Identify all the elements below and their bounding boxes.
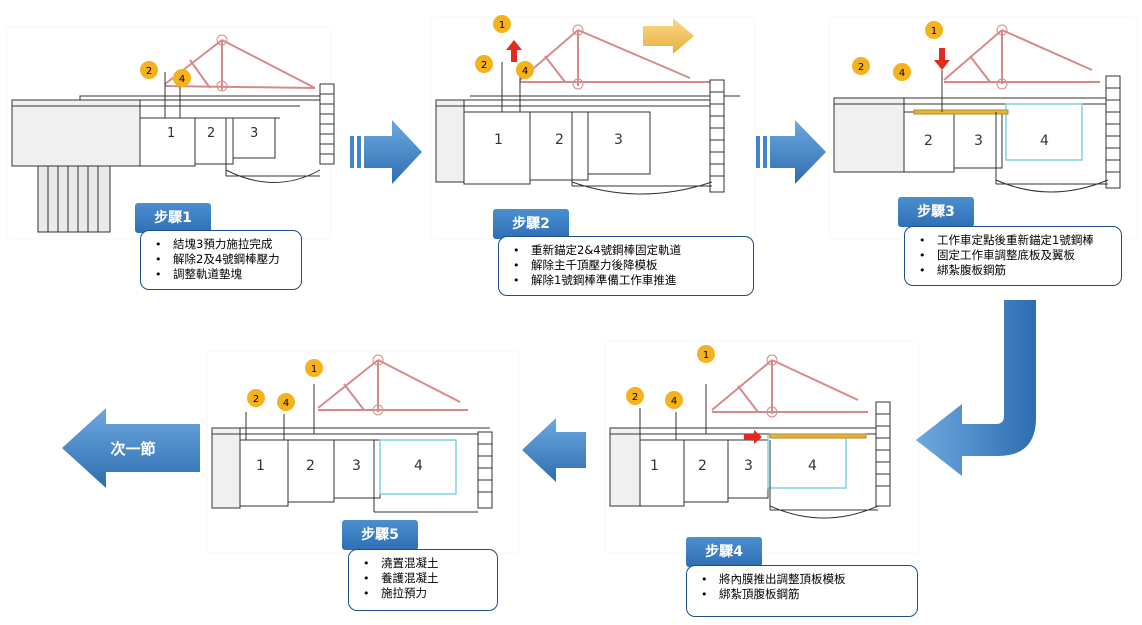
step2-badge-4-icon [516,61,534,79]
step3-badge-4: 4 [899,68,905,79]
step5-segment-label-3: 3 [352,458,361,474]
step4-badge-4-icon [665,391,683,409]
step5-drawing [211,354,493,513]
step4-segment-label-4: 4 [808,458,817,474]
step1-drawing [11,34,335,233]
step2-advance-arrow-icon [643,18,694,54]
panel-step2-bg [432,18,754,238]
flow-arrow-4-to-5-icon [522,418,586,482]
step2-segment-label-2: 2 [555,132,564,148]
step3-segment-label-3: 3 [974,133,983,149]
step5-badge-2-icon [247,389,265,407]
step2-badge-2: 2 [481,60,487,71]
step4-badge-2-icon [626,387,644,405]
step4-badge-4: 4 [671,396,677,407]
step4-badge-2: 2 [632,392,638,403]
step4-description-box: 將內膜推出調整頂板模板 綁紮頂腹板鋼筋 [686,565,918,617]
step3-badge-2: 2 [858,62,864,73]
step1-item-2: 解除2及4號鋼棒壓力 [151,252,291,267]
step2-up-arrow-icon [506,40,522,62]
step3-item-3: 綁紮腹板鋼筋 [915,263,1111,278]
step1-description-box: 結塊3預力施拉完成 解除2及4號鋼棒壓力 調整軌道墊塊 [140,230,302,290]
step4-drawing [609,354,891,519]
step3-badge-1: 1 [931,26,937,37]
next-segment-label: 次一節 [110,440,156,458]
step5-segment-label-1: 1 [256,458,265,474]
step2-item-2: 解除主千頂壓力後降模板 [509,258,743,273]
step1-badge-2-icon [140,61,158,79]
step2-badge-1-icon [493,15,511,33]
step1-segment-label-3: 3 [250,126,258,141]
step3-badge-1-icon [925,21,943,39]
step5-badge-2: 2 [253,394,259,405]
step3-badge-2-icon [852,57,870,75]
step1-badge-4: 4 [179,74,185,85]
step1-badge-4-icon [173,69,191,87]
step5-badge-4-icon [277,393,295,411]
step5-item-3: 施拉預力 [359,586,487,601]
flow-arrow-3-to-4-icon [916,300,1036,476]
step3-description-box: 工作車定點後重新錨定1號鋼棒 固定工作車調整底板及翼板 綁紮腹板鋼筋 [904,226,1122,286]
step5-title-tab: 步驟5 [342,520,418,550]
step1-badge-2: 2 [146,66,152,77]
panel-step5-bg [208,352,518,552]
step4-badge-1-icon [697,345,715,363]
step2-segment-label-3: 3 [614,132,623,148]
step2-badge-2-icon [475,55,493,73]
step2-item-1: 重新錨定2&4號鋼棒固定軌道 [509,243,743,258]
step1-item-3: 調整軌道墊塊 [151,267,291,282]
step3-item-2: 固定工作車調整底板及翼板 [915,248,1111,263]
step2-item-3: 解除1號鋼棒準備工作車推進 [509,273,743,288]
step1-segment-label-2: 2 [207,126,215,141]
step4-item-2: 綁紮頂腹板鋼筋 [697,587,907,602]
step5-description-box: 澆置混凝土 養護混凝土 施拉預力 [348,549,498,611]
step5-badge-4: 4 [283,398,289,409]
flow-arrow-2-to-3-icon [756,120,826,184]
step4-segment-label-1: 1 [650,458,659,474]
step4-push-arrow-icon [744,430,762,444]
step5-segment-label-4: 4 [414,458,423,474]
step3-title-tab: 步驟3 [898,197,974,227]
step5-badge-1: 1 [311,364,317,375]
step2-segment-label-1: 1 [494,132,503,148]
step1-title-tab: 步驟1 [135,203,211,233]
step3-badge-4-icon [893,63,911,81]
step3-segment-label-4: 4 [1040,133,1049,149]
step4-segment-label-2: 2 [698,458,707,474]
step3-item-1: 工作車定點後重新錨定1號鋼棒 [915,233,1111,248]
step4-title-tab: 步驟4 [686,537,762,567]
step3-down-arrow-icon [934,48,950,70]
panel-step4-bg [606,342,918,552]
flow-arrow-next-segment-icon [62,408,200,488]
step4-badge-1: 1 [703,350,709,361]
step3-segment-label-2: 2 [924,133,933,149]
step5-item-1: 澆置混凝土 [359,556,487,571]
step2-drawing [435,24,740,195]
step3-drawing [833,24,1121,193]
flow-arrow-1-to-2-icon [350,120,422,184]
step2-badge-1: 1 [499,20,505,31]
step5-item-2: 養護混凝土 [359,571,487,586]
step2-description-box: 重新錨定2&4號鋼棒固定軌道 解除主千頂壓力後降模板 解除1號鋼棒準備工作車推進 [498,236,754,296]
step5-badge-1-icon [305,359,323,377]
step4-segment-label-3: 3 [744,458,753,474]
step2-badge-4: 4 [522,66,528,77]
step1-item-1: 結塊3預力施拉完成 [151,237,291,252]
step5-segment-label-2: 2 [306,458,315,474]
step4-item-1: 將內膜推出調整頂板模板 [697,572,907,587]
step2-title-tab: 步驟2 [493,209,569,239]
step1-segment-label-1: 1 [167,126,175,141]
